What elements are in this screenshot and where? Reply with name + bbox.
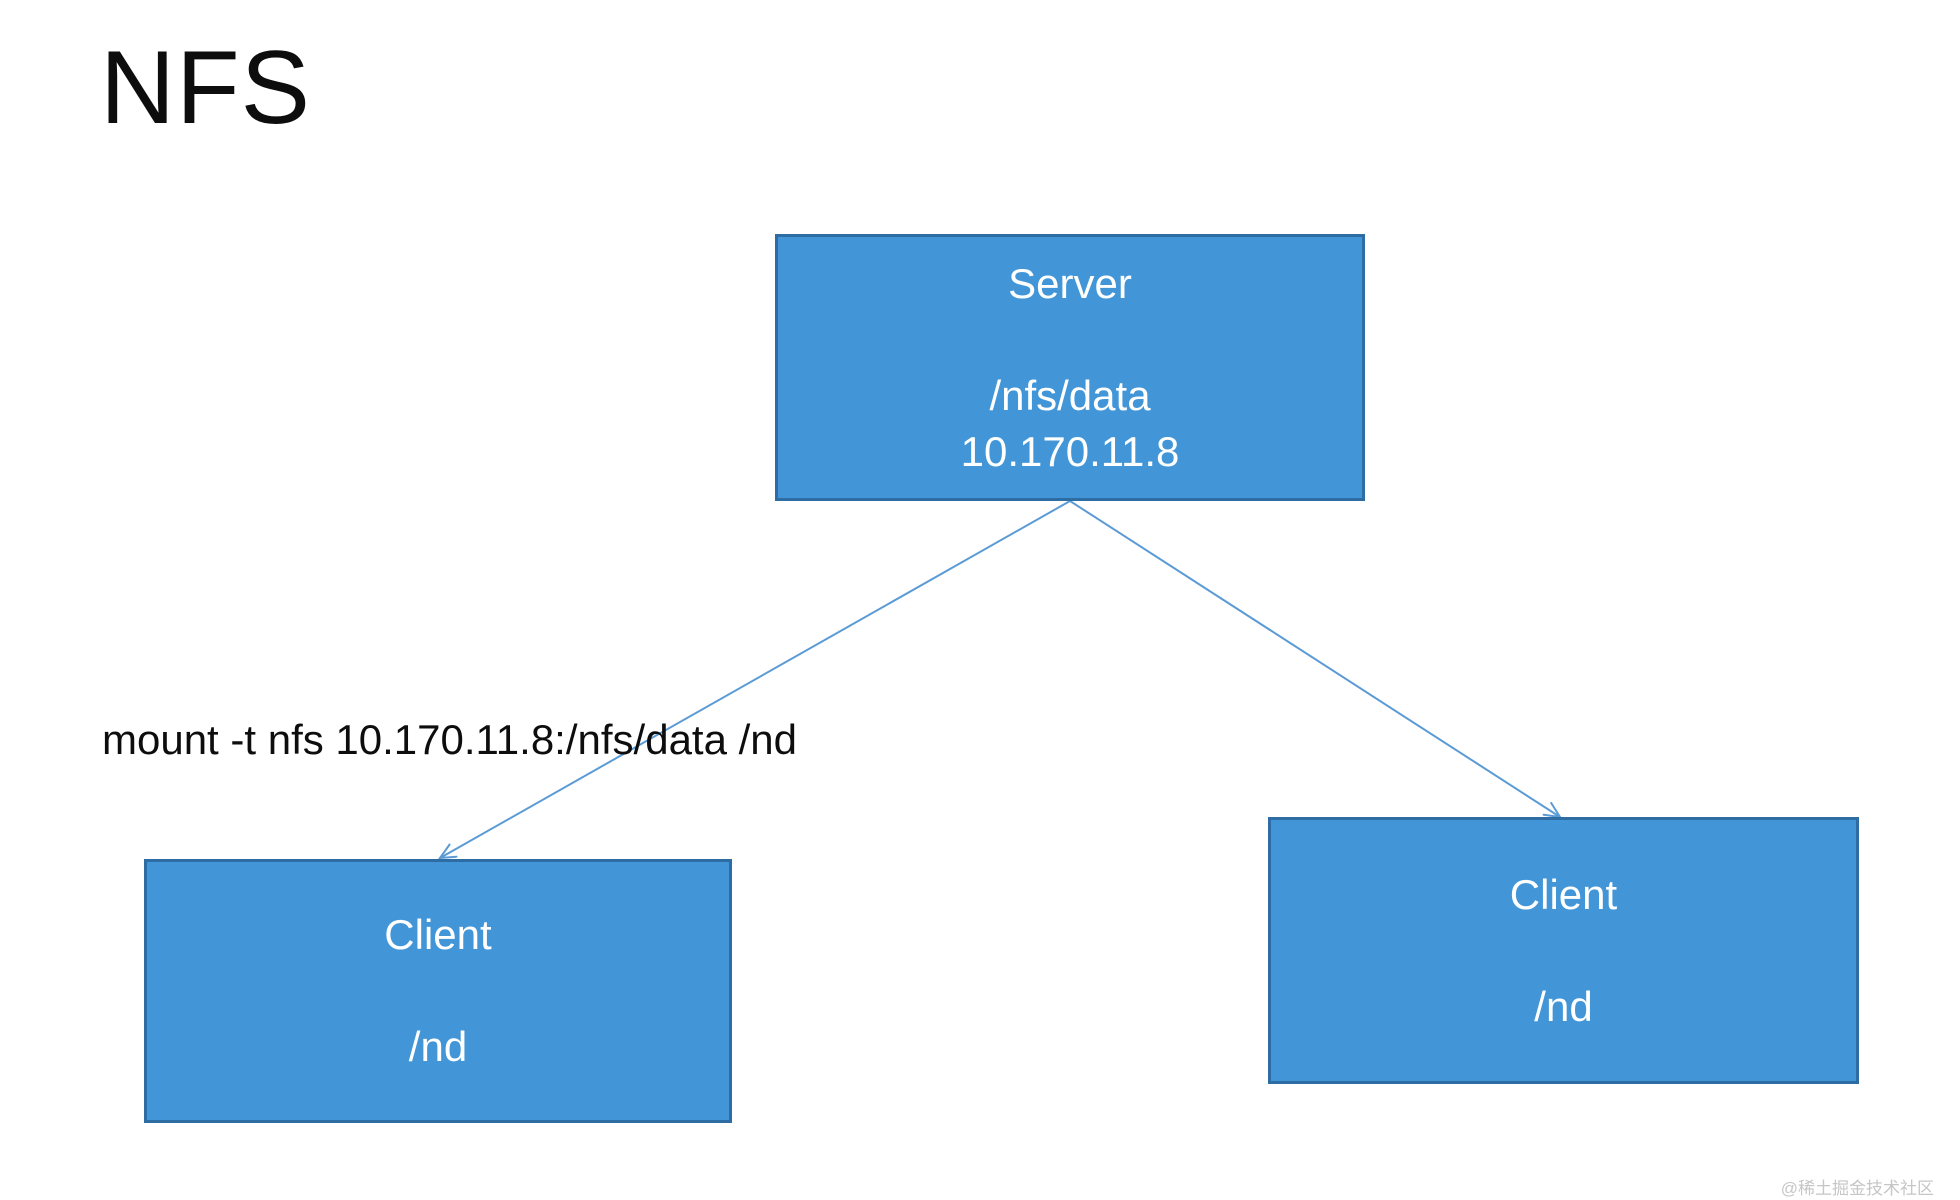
connector-server-to-right-client	[1069, 500, 1562, 819]
client-right-node-title: Client	[1509, 870, 1618, 918]
server-node-title: Server	[1008, 259, 1132, 307]
client-right-node: Client /nd	[1268, 817, 1859, 1084]
slide-title: NFS	[100, 30, 311, 146]
server-node: Server /nfs/data 10.170.11.8	[775, 234, 1365, 501]
client-left-mount-path: /nd	[408, 1023, 468, 1070]
client-left-node-title: Client	[384, 911, 492, 958]
client-left-node: Client /nd	[144, 859, 732, 1123]
server-ip-address: 10.170.11.8	[960, 427, 1180, 475]
watermark-text: @稀土掘金技术社区	[1780, 1179, 1934, 1198]
mount-command-annotation: mount -t nfs 10.170.11.8:/nfs/data /nd	[102, 716, 798, 763]
connector-server-to-left-client	[437, 500, 1071, 860]
client-right-mount-path: /nd	[1534, 982, 1593, 1030]
server-share-path: /nfs/data	[989, 371, 1151, 419]
